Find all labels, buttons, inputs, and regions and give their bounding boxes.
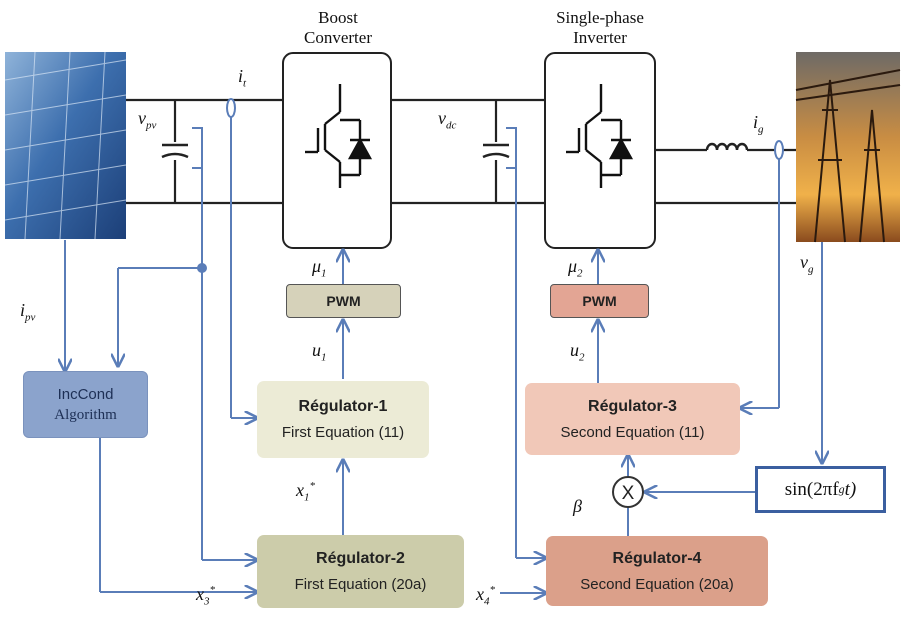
regulator-1-block: Régulator-1 First Equation (11): [257, 381, 429, 458]
label-mu1-sub: 1: [321, 267, 327, 280]
label-beta: β: [573, 496, 582, 517]
inverter-igbt-symbol: [566, 84, 634, 188]
regulator-2-block: Régulator-2 First Equation (20a): [257, 535, 464, 608]
regulator-4-title: Régulator-4: [612, 549, 702, 567]
boost-igbt-symbol: [305, 84, 373, 188]
label-it: it: [238, 66, 246, 90]
label-mu1-main: μ: [312, 256, 322, 276]
pwm-block-1: PWM: [286, 284, 401, 318]
label-vg: vg: [800, 252, 814, 276]
label-x1-sub: 1: [304, 491, 310, 504]
label-vdc-sub: dc: [446, 119, 457, 132]
label-x4-star: x4*: [476, 584, 495, 608]
label-vpv-sub: pv: [146, 119, 157, 132]
voltage-sensor-vdc: [506, 127, 517, 169]
incond-line1: IncCond: [57, 385, 114, 403]
inverter-title-line2: Inverter: [573, 28, 627, 47]
regulator-3-block: Régulator-3 Second Equation (11): [525, 383, 740, 455]
label-mu1: μ1: [312, 256, 327, 280]
regulator-1-subtitle: First Equation (11): [281, 424, 405, 441]
regulator-3-subtitle: Second Equation (11): [560, 423, 705, 441]
regulator-4-block: Régulator-4 Second Equation (20a): [546, 536, 768, 606]
power-bus: [126, 98, 796, 205]
multiplier-label: X: [622, 483, 635, 504]
label-vdc-main: v: [438, 108, 446, 128]
sine-subscript: g: [838, 482, 845, 496]
label-x1-star: x1*: [296, 480, 315, 504]
boost-converter-box: [282, 52, 392, 249]
label-x4-sub: 4: [484, 595, 490, 608]
inverter-title: Single-phase Inverter: [535, 8, 665, 48]
pwm-block-2: PWM: [550, 284, 649, 318]
label-u2-main: u: [570, 340, 579, 360]
label-ipv-sub: pv: [25, 311, 36, 324]
label-u1-sub: 1: [321, 351, 327, 364]
regulator-1-title: Régulator-1: [298, 398, 388, 415]
label-u1: u1: [312, 340, 327, 364]
label-mu2: μ2: [568, 256, 583, 280]
signal-lines: [65, 117, 822, 593]
incond-line2: Algorithm: [54, 406, 117, 423]
label-x4-main: x: [476, 584, 484, 604]
sine-text: sin(2πf: [784, 478, 839, 500]
sine-tail: t): [844, 478, 857, 500]
boost-converter-title: Boost Converter: [288, 8, 388, 48]
pv-capacitor: [161, 143, 189, 159]
solar-panel-image: [4, 51, 127, 240]
regulator-2-subtitle: First Equation (20a): [294, 576, 427, 593]
label-x3-sub: 3: [204, 595, 210, 608]
current-sensor-it: [226, 98, 236, 118]
label-ig-sub: g: [758, 123, 764, 136]
boost-title-line2: Converter: [304, 28, 372, 47]
label-it-sub: t: [243, 77, 247, 90]
label-x3-sup: *: [209, 584, 216, 596]
regulator-4-subtitle: Second Equation (20a): [580, 575, 734, 593]
label-x1-main: x: [296, 480, 304, 500]
label-ipv-main: i: [20, 300, 26, 320]
incond-algorithm-block: IncCond Algorithm: [23, 371, 148, 438]
label-u1-main: u: [312, 340, 321, 360]
regulator-3-title: Régulator-3: [588, 397, 677, 415]
label-x4-sup: *: [489, 584, 496, 596]
label-vdc: vdc: [438, 108, 456, 132]
current-sensor-ig: [774, 140, 784, 160]
multiplier-circle: [612, 476, 644, 508]
label-mu2-sub: 2: [577, 267, 583, 280]
label-ig-main: i: [753, 112, 759, 132]
inductor: [705, 142, 749, 151]
voltage-sensor-vpv: [192, 127, 203, 169]
label-ig: ig: [753, 112, 764, 136]
regulator-2-title: Régulator-2: [316, 550, 405, 567]
label-beta-main: β: [573, 496, 582, 516]
label-vpv-main: v: [138, 108, 146, 128]
label-x3-main: x: [196, 584, 204, 604]
label-u2: u2: [570, 340, 585, 364]
label-it-main: i: [238, 66, 244, 86]
label-u2-sub: 2: [579, 351, 585, 364]
label-vpv: vpv: [138, 108, 156, 132]
label-x1-sup: *: [309, 480, 316, 492]
label-ipv: ipv: [20, 300, 35, 324]
inverter-title-line1: Single-phase: [556, 8, 644, 27]
power-grid-image: [795, 52, 901, 243]
junction-dot: [197, 263, 207, 273]
inverter-box: [544, 52, 656, 249]
label-vg-main: v: [800, 252, 808, 272]
boost-title-line1: Boost: [318, 8, 358, 27]
label-x3-star: x3*: [196, 584, 215, 608]
label-vg-sub: g: [808, 263, 814, 276]
label-mu2-main: μ: [568, 256, 578, 276]
dc-link-capacitor: [482, 143, 510, 159]
